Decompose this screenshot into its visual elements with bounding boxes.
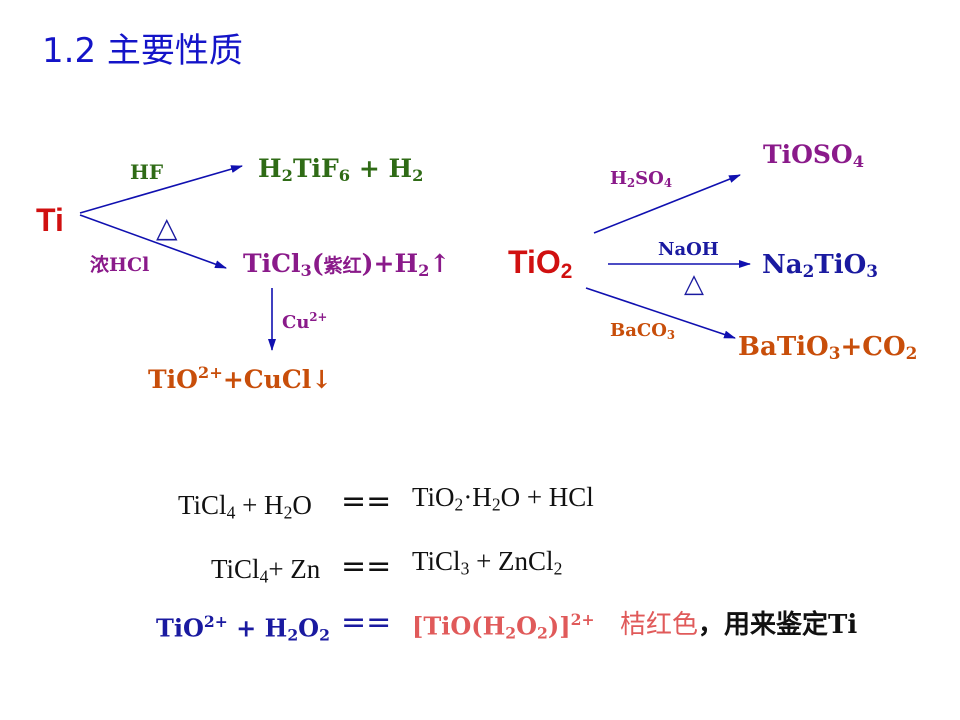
tioso4-product: TiOSO4 <box>763 140 865 172</box>
equation-3-left: TiO2+ + H2O2 <box>156 612 330 645</box>
arrow-tio2-baco3 <box>585 287 736 339</box>
heat-symbol-2: △ <box>684 269 704 299</box>
baco3-reagent: BaCO3 <box>610 320 676 342</box>
ti-label: Ti <box>36 202 64 238</box>
conc-hcl-reagent: 浓HCl <box>90 254 150 276</box>
batio3-product: BaTiO3+CO2 <box>738 332 918 364</box>
hf-reagent: HF <box>130 160 164 184</box>
equation-1-left: TiCl4 + H2O <box>178 490 312 523</box>
equation-1-sign: == <box>341 484 392 519</box>
naoh-reagent: NaOH <box>658 239 719 260</box>
cu-reagent: Cu2+ <box>282 310 328 334</box>
equation-1-right: TiO2·H2O + HCl <box>412 482 594 515</box>
equation-2-right: TiCl3 + ZnCl2 <box>412 546 563 579</box>
equation-3-right: [TiO(H2O2)]2+ <box>412 610 595 643</box>
na2tio3-product: Na2TiO3 <box>762 250 879 282</box>
h2so4-reagent: H2SO4 <box>610 168 672 190</box>
equation-2-sign: == <box>341 549 392 584</box>
equation-3-sign: == <box>341 605 392 640</box>
equation-2-left: TiCl4+ Zn <box>211 554 321 587</box>
page-title: 1.2 主要性质 <box>42 31 243 71</box>
arrow-ti-hf <box>79 165 243 214</box>
tio-cucl-product: TiO2++CuCl↓ <box>148 363 333 394</box>
arrow-tio2-h2so4 <box>593 174 741 234</box>
equation-3-color-note: 桔红色，用来鉴定Ti <box>620 610 858 640</box>
ticl3-product: TiCl3(紫红)+H2↑ <box>243 249 451 281</box>
heat-symbol: △ <box>156 211 178 244</box>
arrow-ti-hcl <box>79 214 227 269</box>
tio2-label: TiO2 <box>508 244 573 284</box>
h2tif6-product: H2TiF6 + H2 <box>258 154 424 186</box>
